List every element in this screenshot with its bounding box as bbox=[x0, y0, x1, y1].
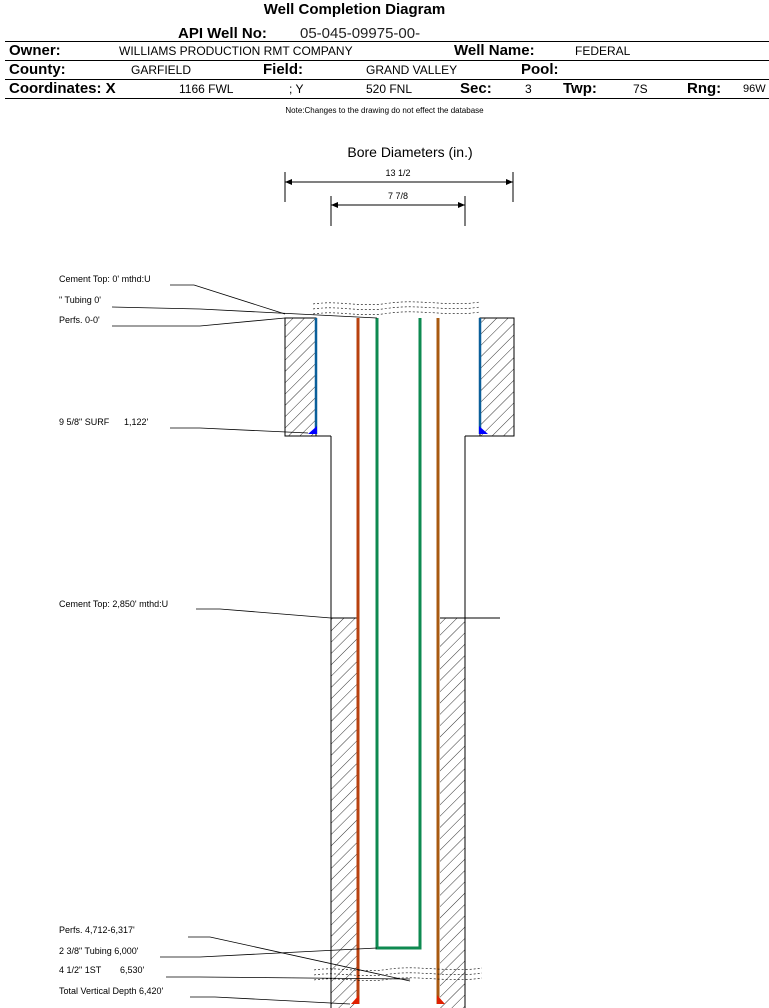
production-shoe-left bbox=[351, 995, 359, 1004]
production-hole bbox=[330, 436, 500, 1008]
well-name-value: FEDERAL bbox=[575, 44, 631, 58]
label-text: 4 1/2" 1ST bbox=[59, 965, 102, 975]
api-row: API Well No: 05-045-09975-00- bbox=[0, 25, 769, 42]
surface-hole bbox=[284, 317, 515, 437]
label-text: Total Vertical Depth 6,420' bbox=[59, 986, 164, 996]
coordinates-label: Coordinates: X bbox=[9, 80, 116, 97]
bore-dimension-inner-label: 7 7/8 bbox=[388, 191, 408, 201]
label-cement-top-surface: Cement Top: 0' mthd:U bbox=[59, 274, 286, 315]
coord-x-value: 1166 FWL bbox=[179, 82, 234, 96]
label-text: Perfs. 0-0' bbox=[59, 315, 100, 325]
label-text: 2 3/8" Tubing 6,000' bbox=[59, 946, 139, 956]
label-tubing-bottom: 2 3/8" Tubing 6,000' bbox=[59, 946, 378, 958]
coordinates-row: Coordinates: X 1166 FWL ; Y 520 FNL Sec:… bbox=[5, 79, 769, 99]
owner-label: Owner: bbox=[9, 42, 61, 59]
owner-row: Owner: WILLIAMS PRODUCTION RMT COMPANY W… bbox=[5, 41, 769, 60]
bore-title: Bore Diameters (in.) bbox=[347, 144, 472, 160]
rng-value: 96W bbox=[743, 83, 766, 95]
coord-y-label: ; Y bbox=[289, 82, 304, 96]
well-name-label: Well Name: bbox=[454, 42, 535, 59]
coord-y-value: 520 FNL bbox=[366, 82, 413, 96]
surface-casing bbox=[308, 318, 488, 434]
bore-dimension-outer-label: 13 1/2 bbox=[385, 168, 410, 178]
label-perfs-top: Perfs. 0-0' bbox=[59, 315, 286, 327]
label-text: Perfs. 4,712-6,317' bbox=[59, 925, 135, 935]
county-label: County: bbox=[9, 61, 66, 78]
rng-label: Rng: bbox=[687, 80, 722, 97]
twp-label: Twp: bbox=[563, 80, 597, 97]
tubing bbox=[375, 318, 422, 950]
label-text: 9 5/8" SURF bbox=[59, 417, 110, 427]
label-depth: 1,122' bbox=[124, 417, 149, 427]
surface-shoe-left bbox=[308, 426, 317, 434]
bore-dimension-outer: 13 1/2 bbox=[284, 168, 514, 202]
sec-value: 3 bbox=[525, 82, 532, 96]
field-value: GRAND VALLEY bbox=[366, 63, 458, 77]
label-tvd: Total Vertical Depth 6,420' bbox=[59, 986, 351, 1005]
api-label: API Well No: bbox=[178, 25, 267, 42]
surface-shoe-right bbox=[479, 426, 488, 434]
label-surface-casing: 9 5/8" SURF 1,122' bbox=[59, 417, 309, 434]
api-value: 05-045-09975-00- bbox=[300, 25, 421, 42]
label-text: " Tubing 0' bbox=[59, 295, 101, 305]
label-text: Cement Top: 2,850' mthd:U bbox=[59, 599, 168, 609]
twp-value: 7S bbox=[633, 82, 648, 96]
note-text: Note:Changes to the drawing do not effec… bbox=[285, 106, 484, 115]
label-text: Cement Top: 0' mthd:U bbox=[59, 274, 151, 284]
pool-label: Pool: bbox=[521, 61, 559, 78]
owner-value: WILLIAMS PRODUCTION RMT COMPANY bbox=[119, 44, 353, 58]
label-tubing-top: " Tubing 0' bbox=[59, 295, 378, 319]
production-casing bbox=[351, 318, 445, 1004]
production-shoe-right bbox=[437, 995, 445, 1004]
label-production-casing: 4 1/2" 1ST 6,530' bbox=[59, 965, 411, 980]
county-row: County: GARFIELD Field: GRAND VALLEY Poo… bbox=[5, 60, 769, 79]
page-title: Well Completion Diagram bbox=[263, 1, 446, 18]
sec-label: Sec: bbox=[460, 80, 492, 97]
label-depth: 6,530' bbox=[120, 965, 145, 975]
county-value: GARFIELD bbox=[131, 63, 192, 77]
field-label: Field: bbox=[263, 61, 303, 78]
bore-dimension-inner: 7 7/8 bbox=[330, 191, 466, 226]
break-top bbox=[312, 301, 481, 315]
label-perfs-bottom: Perfs. 4,712-6,317' bbox=[59, 925, 411, 982]
label-cement-top-production: Cement Top: 2,850' mthd:U bbox=[59, 599, 332, 619]
